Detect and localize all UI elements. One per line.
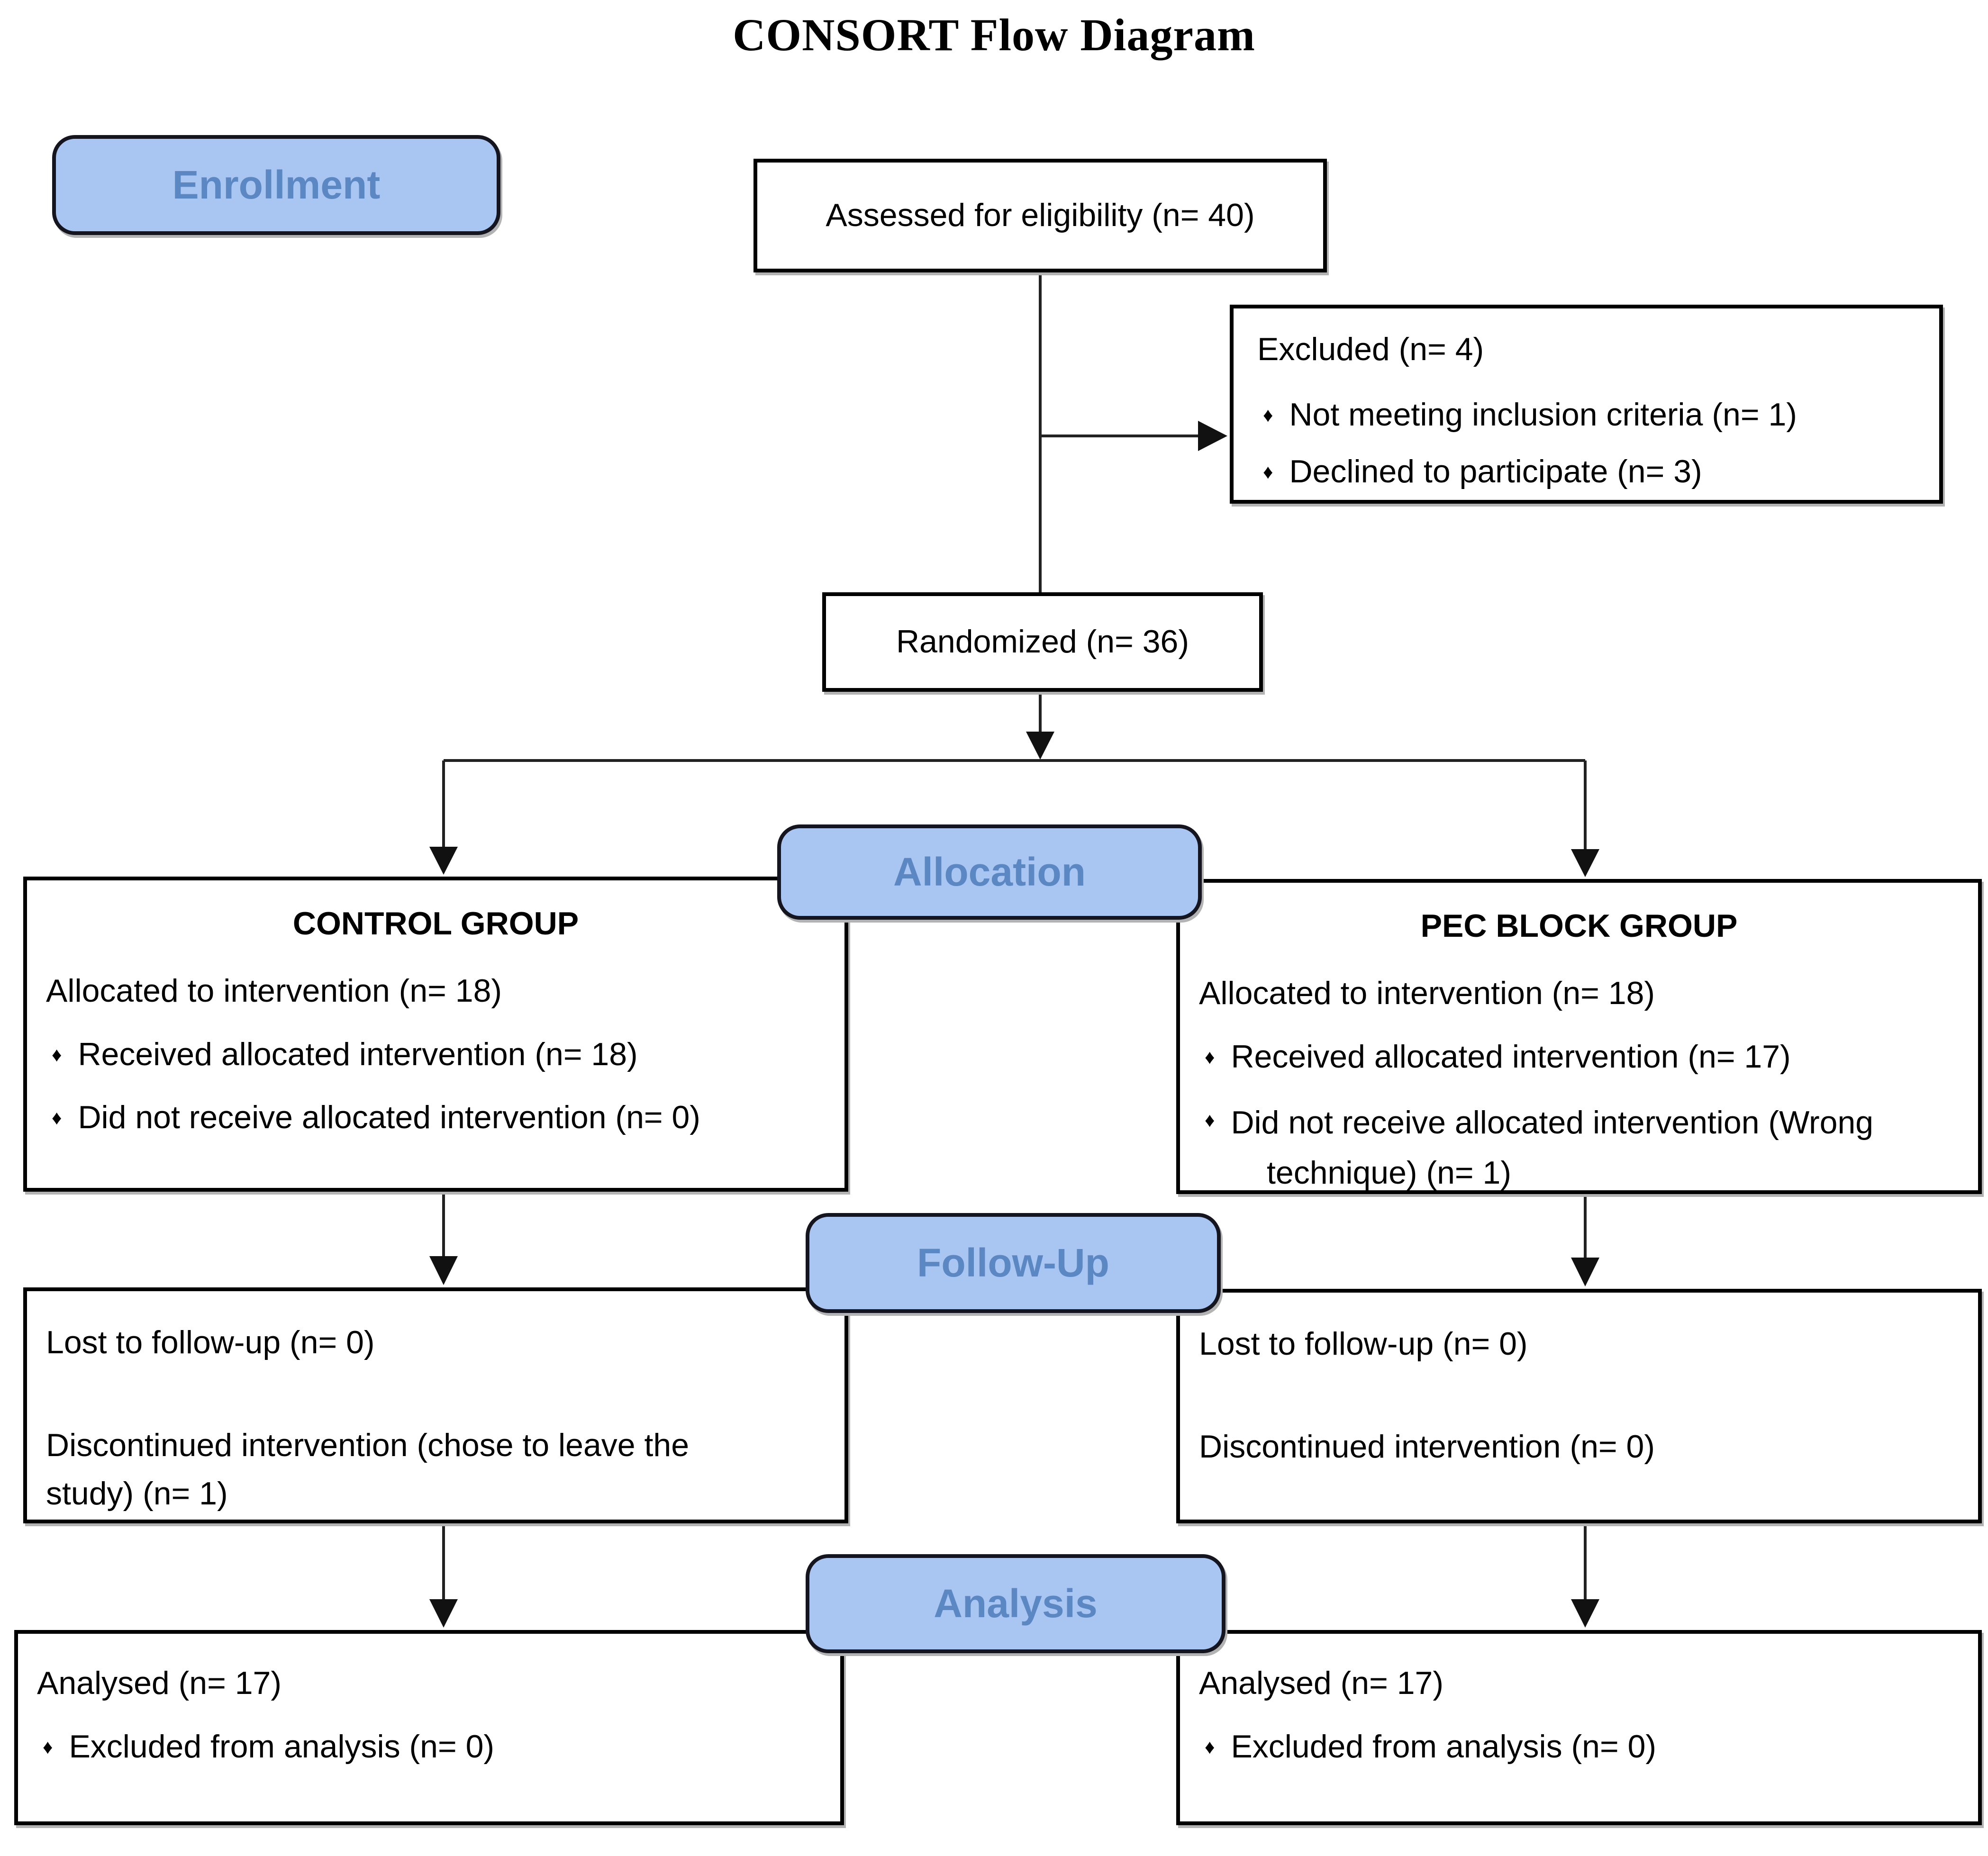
arrow-down-icon: [429, 847, 458, 875]
arrow-right-icon: [1198, 421, 1227, 451]
followup-right-line1: Lost to follow-up (n= 0): [1199, 1326, 1528, 1362]
followup-left-line2: Discontinued intervention (chose to leav…: [46, 1427, 690, 1512]
pec-group-intro: Allocated to intervention (n= 18): [1199, 975, 1655, 1011]
followup-right-line2: Discontinued intervention (n= 0): [1199, 1428, 1655, 1465]
box-analysis-pec: Analysed (n= 17) ♦ Excluded from analysi…: [1176, 1630, 1982, 1825]
control-group-intro: Allocated to intervention (n= 18): [46, 972, 502, 1009]
box-pec-block-group: PEC BLOCK GROUP Allocated to interventio…: [1176, 879, 1982, 1194]
pec-bullet-2-text: Did not receive allocated intervention (…: [1231, 1105, 1874, 1191]
diagram-title: CONSORT Flow Diagram: [733, 9, 1255, 60]
analysis-left-bullet: ♦ Excluded from analysis (n= 0): [37, 1725, 821, 1769]
analysis-right-bullet: ♦ Excluded from analysis (n= 0): [1199, 1725, 1959, 1769]
box-randomized: Randomized (n= 36): [822, 592, 1263, 692]
analysis-left-bullet-text: Excluded from analysis (n= 0): [69, 1728, 495, 1765]
diamond-bullet-icon: ♦: [52, 1106, 62, 1129]
excluded-bullet-1-text: Not meeting inclusion criteria (n= 1): [1289, 396, 1797, 433]
arrow-down-icon: [1026, 732, 1054, 760]
arrow-down-icon: [1571, 1258, 1599, 1286]
diamond-bullet-icon: ♦: [1205, 1045, 1215, 1068]
excluded-title: Excluded (n= 4): [1257, 331, 1484, 367]
assessed-text: Assessed for eligibility (n= 40): [826, 197, 1255, 234]
stage-label-followup: Follow-Up: [806, 1213, 1221, 1313]
control-bullet-2-text: Did not receive allocated intervention (…: [78, 1099, 700, 1136]
excluded-bullet-2-text: Declined to participate (n= 3): [1289, 453, 1702, 489]
box-control-group: CONTROL GROUP Allocated to intervention …: [23, 877, 848, 1192]
diamond-bullet-icon: ♦: [43, 1735, 53, 1758]
diamond-bullet-icon: ♦: [1263, 403, 1273, 426]
diamond-bullet-icon: ♦: [1205, 1109, 1215, 1132]
arrow-down-icon: [429, 1599, 458, 1628]
box-followup-pec: Lost to follow-up (n= 0) Discontinued in…: [1176, 1289, 1982, 1523]
diamond-bullet-icon: ♦: [1205, 1735, 1215, 1758]
stage-label-allocation: Allocation: [777, 824, 1202, 920]
control-bullet-1-text: Received allocated intervention (n= 18): [78, 1036, 638, 1072]
analysis-right-bullet-text: Excluded from analysis (n= 0): [1231, 1728, 1657, 1765]
control-bullet-1: ♦ Received allocated intervention (n= 18…: [46, 1032, 828, 1077]
randomized-text: Randomized (n= 36): [896, 624, 1189, 660]
control-bullet-2: ♦ Did not receive allocated intervention…: [46, 1095, 828, 1140]
box-assessed-for-eligibility: Assessed for eligibility (n= 40): [753, 159, 1327, 272]
box-excluded: Excluded (n= 4) ♦ Not meeting inclusion …: [1230, 305, 1943, 504]
stage-label-allocation-text: Allocation: [893, 850, 1086, 894]
excluded-bullet-2: ♦ Declined to participate (n= 3): [1257, 450, 1920, 494]
stage-label-enrollment: Enrollment: [52, 135, 500, 235]
diamond-bullet-icon: ♦: [1263, 460, 1273, 483]
arrow-down-icon: [1571, 1599, 1599, 1628]
diamond-bullet-icon: ♦: [52, 1043, 62, 1066]
arrow-down-icon: [1571, 849, 1599, 877]
stage-label-analysis: Analysis: [806, 1554, 1225, 1653]
followup-left-line1: Lost to follow-up (n= 0): [46, 1324, 375, 1360]
box-followup-control: Lost to follow-up (n= 0) Discontinued in…: [23, 1287, 848, 1523]
box-analysis-control: Analysed (n= 17) ♦ Excluded from analysi…: [14, 1630, 844, 1825]
pec-group-heading: PEC BLOCK GROUP: [1420, 908, 1738, 944]
stage-label-enrollment-text: Enrollment: [172, 163, 381, 207]
analysis-left-intro: Analysed (n= 17): [37, 1665, 281, 1701]
pec-bullet-1: ♦ Received allocated intervention (n= 17…: [1199, 1035, 1961, 1079]
pec-bullet-1-text: Received allocated intervention (n= 17): [1231, 1038, 1791, 1075]
control-group-heading: CONTROL GROUP: [292, 905, 579, 942]
excluded-bullet-1: ♦ Not meeting inclusion criteria (n= 1): [1257, 393, 1920, 437]
arrow-down-icon: [429, 1256, 458, 1285]
pec-bullet-2: ♦ Did not receive allocated intervention…: [1199, 1098, 1961, 1198]
stage-label-followup-text: Follow-Up: [917, 1240, 1109, 1285]
analysis-right-intro: Analysed (n= 17): [1199, 1665, 1443, 1701]
stage-label-analysis-text: Analysis: [934, 1581, 1098, 1626]
